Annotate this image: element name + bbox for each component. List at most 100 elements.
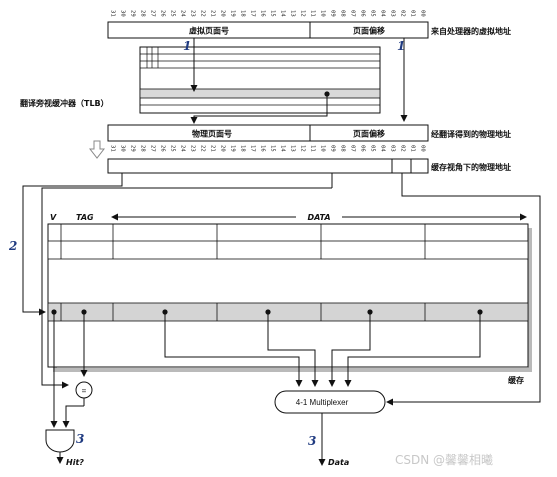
bit-number: 13 [290,10,296,17]
physical-page-offset-label: 页面偏移 [353,129,385,139]
bit-number: 29 [130,145,136,152]
step-3-left: 3 [76,432,84,446]
step-3-right: 3 [308,434,316,448]
tlb-table [139,46,381,114]
comparator-to-and-arrow [62,405,84,428]
bit-number: 00 [420,145,426,152]
tag-header: TAG [76,213,94,222]
bit-number: 23 [190,145,196,152]
bit-number: 30 [120,10,126,17]
data-header: DATA [307,213,330,222]
tlb-to-ppn-arrow [190,94,328,124]
bit-number: 12 [300,10,306,17]
bit-number: 16 [260,145,266,152]
virtual-address-caption: 来自处理器的虚拟地址 [430,26,511,36]
bit-number: 29 [130,10,136,17]
step-2: 2 [8,239,17,253]
bit-number: 05 [370,145,376,152]
bit-number: 18 [240,145,246,152]
bit-number: 22 [200,145,206,152]
bit-number: 21 [210,10,216,17]
tlb-caption: 翻译旁视缓冲器（TLB） [20,98,109,108]
bit-number: 28 [140,145,146,152]
bit-number: 24 [180,145,186,152]
physical-address-caption: 经翻译得到的物理地址 [431,129,511,139]
bit-number: 24 [180,10,186,17]
word0-to-mux-arrow [164,312,303,387]
bit-number: 19 [230,10,236,17]
virtual-address-register: 虚拟页面号 页面偏移 [107,21,429,39]
tlb-selected-entry [139,88,381,99]
cache-block [47,223,532,372]
bit-number: 13 [290,145,296,152]
bit-number: 01 [410,10,416,17]
bit-number: 06 [360,145,366,152]
bit-number: 30 [120,145,126,152]
bit-number: 17 [250,10,256,17]
comparator-symbol: = [82,387,87,396]
bit-number: 10 [320,10,326,17]
virtual-page-number-label: 虚拟页面号 [189,26,229,36]
bit-number: 04 [380,145,386,152]
word1-to-mux-arrow [267,312,319,387]
bit-number: 15 [270,10,276,17]
hit-and-gate [45,429,75,453]
bit-number: 06 [360,10,366,17]
bit-number: 02 [400,145,406,152]
bit-number: 02 [400,10,406,17]
bit-number: 05 [370,10,376,17]
valid-bit-header: V [50,213,57,222]
bit-number: 09 [330,10,336,17]
bit-number: 07 [350,145,356,152]
step-1-left: 1 [183,39,191,53]
bit-number: 27 [150,10,156,17]
bit-number: 16 [260,10,266,17]
cache-selected-line [47,302,529,322]
bit-number: 03 [390,145,396,152]
bit-number: 27 [150,145,156,152]
bit-number: 03 [390,10,396,17]
bit-number: 31 [110,10,116,17]
bit-number: 10 [320,145,326,152]
bit-number: 20 [220,145,226,152]
transition-arrow-icon [88,140,106,159]
bit-number: 12 [300,145,306,152]
bit-number: 17 [250,145,256,152]
cache-view-caption: 缓存视角下的物理地址 [431,162,511,172]
bit-number: 11 [310,10,316,17]
bit-number: 00 [420,10,426,17]
bit-number: 01 [410,145,416,152]
bit-number: 09 [330,145,336,152]
physical-page-number-label: 物理页面号 [192,129,232,139]
bit-number: 20 [220,10,226,17]
step-1-right: 1 [397,39,405,53]
data-output-label: Data [328,458,349,467]
cache-caption: 缓存 [508,375,524,385]
multiplexer [274,390,386,414]
index-to-cache-arrow [22,173,123,316]
bit-number: 25 [170,10,176,17]
bit-number: 14 [280,145,286,152]
tag-to-comparator-arrow [41,187,332,389]
watermark: CSDN @馨馨相曦 [395,452,493,467]
bit-number: 26 [160,145,166,152]
bit-number: 28 [140,10,146,17]
bit-number: 18 [240,10,246,17]
bit-number: 23 [190,10,196,17]
bit-number: 08 [340,10,346,17]
word3-to-mux-arrow [344,312,481,387]
bit-number: 15 [270,145,276,152]
bit-number: 04 [380,10,386,17]
bit-number: 07 [350,10,356,17]
bit-number: 19 [230,145,236,152]
cache-view-address-register [107,158,429,174]
physical-address-register: 物理页面号 页面偏移 [107,124,429,142]
bit-number: 14 [280,10,286,17]
virtual-page-offset-label: 页面偏移 [353,26,385,36]
bit-number: 21 [210,145,216,152]
bit-number: 26 [160,10,166,17]
multiplexer-label: 4-1 Multiplexer [296,398,349,407]
bit-number: 31 [110,145,116,152]
